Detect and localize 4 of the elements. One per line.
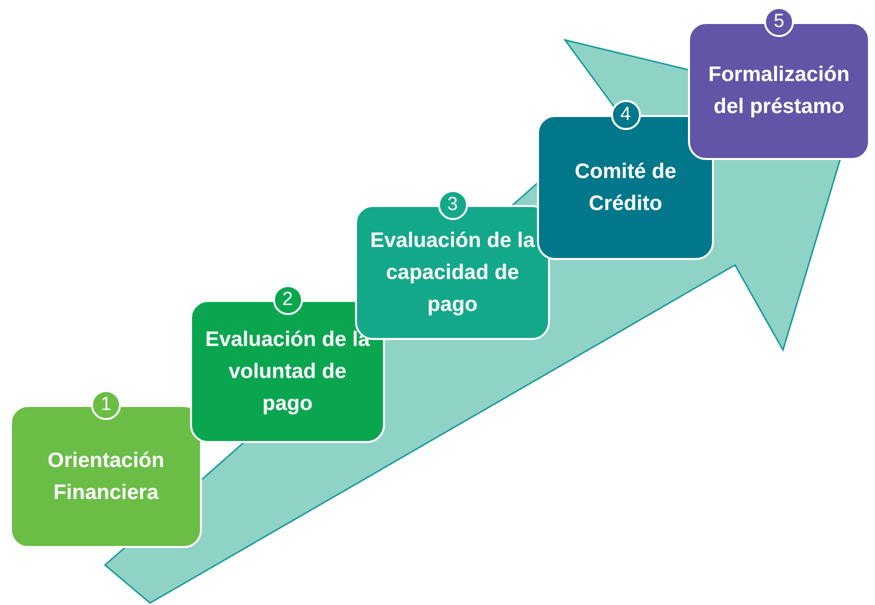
step-number: 1	[91, 390, 121, 420]
step-number: 5	[764, 7, 794, 37]
step-number: 2	[272, 285, 302, 315]
step-number: 3	[438, 190, 468, 220]
